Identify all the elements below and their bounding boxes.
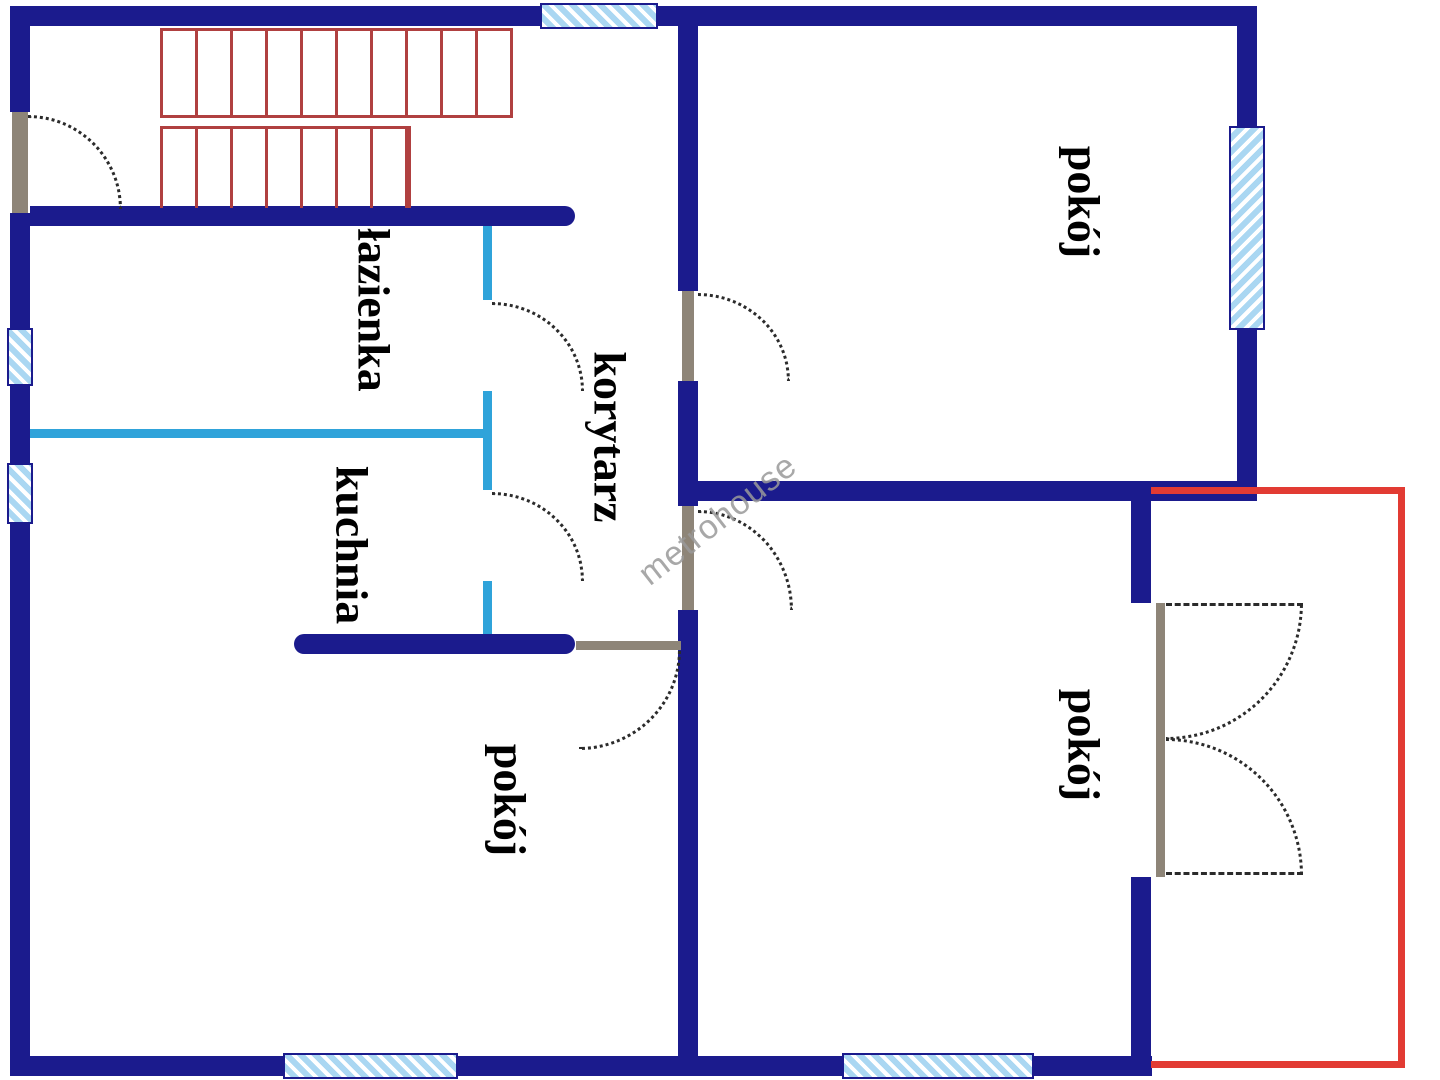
room-label-corridor: korytarz [584, 351, 636, 523]
wall-rooms-divider [688, 481, 1257, 501]
door-swing-arc-corridor-south [579, 650, 681, 750]
door-leaf-balcony [1156, 603, 1165, 877]
wall-left-4 [10, 524, 30, 1076]
balcony-outline-right [1398, 487, 1405, 1068]
room-label-kitchen: kuchnia [326, 465, 378, 625]
room-label-room-top-right: pokój [1058, 145, 1110, 259]
window-top [540, 3, 658, 29]
wall-bottom-3 [1034, 1056, 1152, 1076]
wall-left-2 [10, 213, 30, 328]
wall-center-2 [678, 381, 698, 506]
wall-center-1 [678, 26, 698, 291]
door-leaf-corridor-south [576, 641, 681, 650]
door-leaf-entry [12, 112, 28, 213]
wall-left-1 [10, 6, 30, 112]
wall-right-upper-1 [1237, 6, 1257, 126]
wall-kitchen-bottom [294, 634, 575, 654]
window-bottom-2 [842, 1053, 1034, 1079]
door-swing-arc-kitchen [492, 492, 584, 581]
window-right [1229, 126, 1265, 330]
door-swing-arc-entry [28, 115, 122, 209]
staircase-upper-flight [160, 28, 513, 118]
wall-bathroom-top [30, 206, 575, 226]
balcony-door-arc-bottom [1166, 738, 1303, 875]
wall-bottom-1 [10, 1056, 286, 1076]
wall-left-3 [10, 386, 30, 463]
partition-vertical-3 [483, 581, 492, 634]
staircase-lower-flight [160, 126, 411, 208]
partition-vertical-1 [483, 226, 492, 300]
wall-bottom-2 [458, 1056, 845, 1076]
window-left-1 [7, 328, 33, 386]
partition-horizontal [30, 429, 483, 438]
partition-vertical-2 [483, 391, 492, 490]
wall-top-right [658, 6, 1257, 26]
room-label-room-bottom-left: pokój [484, 743, 536, 857]
balcony-outline-top [1151, 487, 1405, 494]
balcony-door-arc-top [1166, 603, 1303, 740]
room-label-room-bottom-right: pokój [1058, 688, 1110, 802]
door-leaf-room-top-right [682, 291, 694, 381]
wall-top-left [10, 6, 543, 26]
door-leaf-room-bottom-right [682, 506, 694, 610]
wall-right-lower-2 [1131, 877, 1151, 1076]
window-bottom-1 [283, 1053, 458, 1079]
room-label-bathroom: łazienka [348, 228, 400, 392]
wall-right-lower-1 [1131, 481, 1151, 603]
wall-right-upper-2 [1237, 330, 1257, 501]
balcony-outline-bottom [1151, 1061, 1405, 1068]
door-swing-arc-bathroom [492, 302, 584, 391]
window-left-2 [7, 463, 33, 524]
door-swing-arc-room-top-right [698, 293, 790, 381]
wall-center-3 [678, 610, 698, 1056]
